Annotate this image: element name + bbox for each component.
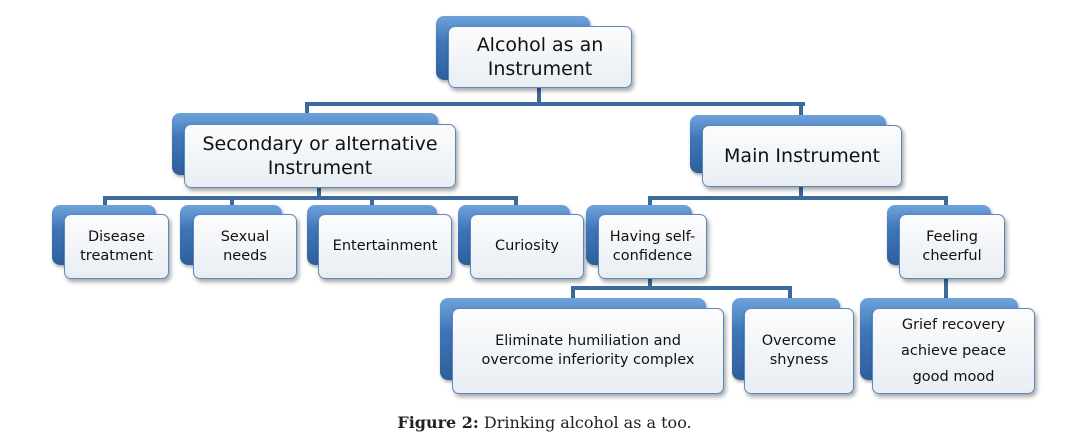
node-sexual-label: Sexual needs [193, 214, 297, 279]
node-curiosity-label: Curiosity [470, 214, 584, 279]
node-entertainment-label: Entertainment [318, 214, 452, 279]
figure-caption: Figure 2: Drinking alcohol as a too. [0, 413, 1089, 432]
connector [317, 186, 321, 200]
connector [799, 186, 803, 200]
node-secondary-label: Secondary or alternative Instrument [184, 124, 456, 188]
connector [305, 102, 309, 116]
connector [370, 196, 374, 208]
figure-text: Drinking alcohol as a too. [478, 413, 692, 432]
node-root-label: Alcohol as an Instrument [448, 26, 632, 88]
node-grief-label: Grief recovery achieve peace good mood [872, 308, 1035, 394]
connector [648, 196, 652, 208]
node-main-label: Main Instrument [702, 125, 902, 187]
connector [648, 196, 948, 200]
connector [103, 196, 518, 200]
connector [571, 286, 792, 290]
connector [788, 286, 792, 300]
node-eliminate-label: Eliminate humiliation and overcome infer… [452, 308, 724, 394]
connector [230, 196, 234, 208]
node-self-confidence-label: Having self- confidence [598, 214, 707, 279]
connector [537, 86, 541, 106]
figure-label: Figure 2: [397, 413, 479, 432]
connector [305, 102, 805, 106]
connector [514, 196, 518, 208]
node-disease-label: Disease treatment [64, 214, 169, 279]
connector [799, 102, 803, 118]
connector [103, 196, 107, 208]
node-cheerful-label: Feeling cheerful [899, 214, 1005, 279]
connector [648, 278, 652, 290]
node-shyness-label: Overcome shyness [744, 308, 854, 394]
connector [944, 278, 948, 300]
connector [571, 286, 575, 300]
connector [944, 196, 948, 208]
